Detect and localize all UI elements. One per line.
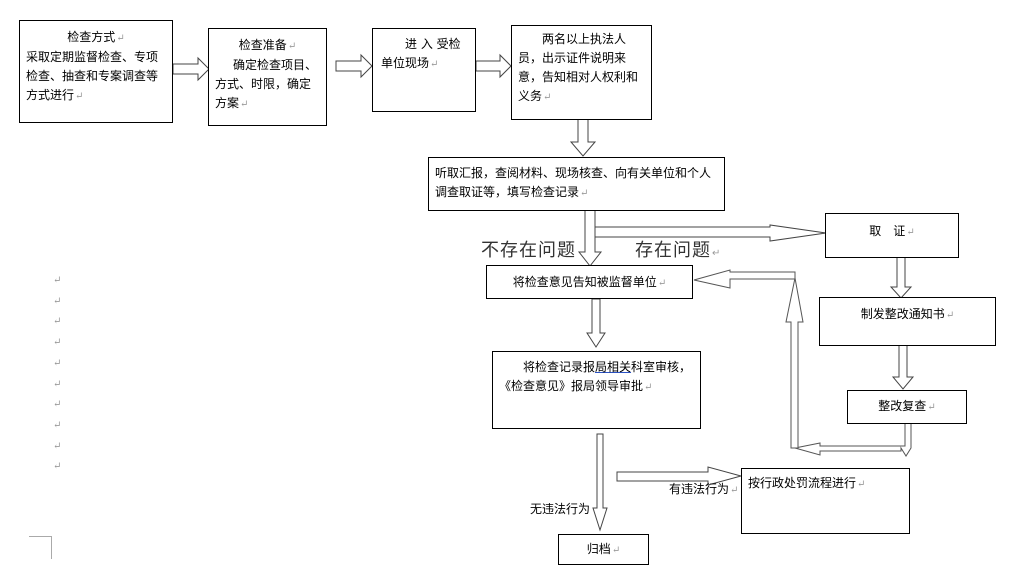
- paragraph-mark-icon: ↵: [53, 461, 62, 473]
- node-rectify-notice: 制发整改通知书↵: [819, 297, 996, 346]
- arrow-rectify-to-recheck: [891, 344, 915, 390]
- node-penalty: 按行政处罚流程进行↵: [741, 468, 910, 534]
- label-has-problem: 存在问题↵: [635, 240, 722, 261]
- arrow-evidence-to-rectify: [889, 256, 913, 299]
- node-evidence: 取 证↵: [825, 213, 959, 258]
- node-show-credentials-text: 两名以上执法人员，出示证件说明来意，告知相对人权利和义务↵: [518, 32, 639, 103]
- paragraph-mark-icon: ↵: [53, 419, 62, 431]
- node-enter-site: 进 入 受检单位现场↵: [372, 28, 476, 112]
- paragraph-mark-icon: ↵: [240, 99, 249, 110]
- node-inspection-method: 检查方式↵ 采取定期监督检查、专项检查、抽查和专案调查等方式进行↵: [19, 20, 173, 123]
- paragraph-mark-icon: ↵: [75, 91, 84, 102]
- node-recheck: 整改复查↵: [847, 390, 967, 424]
- label-no-violation: 无违法行为: [530, 502, 591, 516]
- label-has-violation: 有违法行为↵: [669, 482, 739, 496]
- paragraph-mark-icon: ↵: [53, 337, 62, 349]
- paragraph-mark-icon: ↵: [644, 382, 653, 393]
- arrow-to-penalty: [616, 466, 743, 486]
- paragraph-mark-icon: ↵: [430, 59, 439, 70]
- paragraph-mark-icon: ↵: [712, 248, 722, 259]
- page-corner-mark: [29, 536, 52, 559]
- paragraph-mark-icon: ↵: [53, 316, 62, 328]
- arrow-report-to-archive: [592, 433, 608, 532]
- node-inspection-prep: 检查准备↵ 确定检查项目、方式、时限，确定方案↵: [208, 28, 327, 126]
- node-report-review-text-a: 将检查记录报: [523, 360, 596, 374]
- paragraph-mark-icon: ↵: [53, 440, 62, 452]
- node-enter-site-text: 进 入 受检单位现场↵: [381, 37, 461, 70]
- label-no-problem: 不存在问题: [481, 240, 576, 261]
- paragraph-mark-icon: ↵: [287, 41, 297, 52]
- node-inspection-prep-body: 确定检查项目、方式、时限，确定方案↵: [215, 58, 318, 110]
- node-archive-text: 归档↵: [586, 542, 621, 556]
- node-investigate: 听取汇报，查阅材料、现场核查、向有关单位和个人调查取证等，填写检查记录↵: [428, 157, 725, 211]
- paragraph-mark-icon: ↵: [657, 278, 667, 289]
- arrow-investigate-to-notify: [577, 209, 603, 267]
- node-inspection-method-body: 采取定期监督检查、专项检查、抽查和专案调查等方式进行↵: [26, 50, 159, 102]
- node-penalty-text: 按行政处罚流程进行↵: [748, 476, 866, 490]
- paragraph-mark-icon: ↵: [53, 275, 62, 286]
- paragraph-mark-icon: ↵: [543, 92, 552, 103]
- node-inspection-prep-title: 检查准备↵: [238, 38, 297, 52]
- paragraph-mark-icon: ↵: [945, 310, 955, 321]
- node-report-review-text-c: 科室审核，《检查意见》报局领导审批↵: [499, 360, 692, 393]
- paragraph-mark-icon: ↵: [53, 378, 62, 390]
- node-rectify-notice-text: 制发整改通知书↵: [860, 307, 955, 321]
- node-report-review: 将检查记录报局相关科室审核，《检查意见》报局领导审批↵: [492, 351, 701, 429]
- node-report-review-text-b: 局相关: [595, 360, 632, 374]
- node-inspection-method-title: 检查方式↵: [67, 30, 125, 44]
- arrow-recheck-loop: [693, 269, 912, 457]
- paragraph-mark-icon: ↵: [53, 357, 62, 369]
- arrow-site-to-credentials: [475, 53, 512, 79]
- arrow-notify-to-report: [586, 298, 606, 348]
- node-show-credentials: 两名以上执法人员，出示证件说明来意，告知相对人权利和义务↵: [511, 25, 652, 120]
- arrow-prep-to-site: [335, 53, 373, 79]
- paragraph-mark-icon: ↵: [857, 479, 866, 490]
- paragraph-mark-icon: ↵: [927, 402, 936, 413]
- paragraph-mark-icon: ↵: [611, 545, 621, 556]
- paragraph-mark-icon: ↵: [730, 485, 739, 496]
- paragraph-mark-icon: ↵: [116, 33, 125, 44]
- arrow-method-to-prep: [172, 56, 210, 82]
- arrow-to-evidence: [594, 224, 827, 242]
- node-notify-unit: 将检查意见告知被监督单位↵: [486, 265, 693, 299]
- node-evidence-text: 取 证↵: [869, 224, 915, 238]
- paragraph-mark-icon: ↵: [53, 295, 62, 307]
- node-notify-unit-text: 将检查意见告知被监督单位↵: [512, 275, 667, 289]
- node-recheck-text: 整改复查↵: [878, 399, 936, 413]
- node-archive: 归档↵: [558, 534, 649, 565]
- arrow-credentials-to-investigate: [569, 118, 597, 157]
- paragraph-mark-icon: ↵: [580, 188, 589, 199]
- paragraph-mark-icon: ↵: [906, 227, 915, 238]
- node-investigate-text: 听取汇报，查阅材料、现场核查、向有关单位和个人调查取证等，填写检查记录↵: [435, 166, 712, 199]
- paragraph-mark-icon: ↵: [53, 399, 62, 411]
